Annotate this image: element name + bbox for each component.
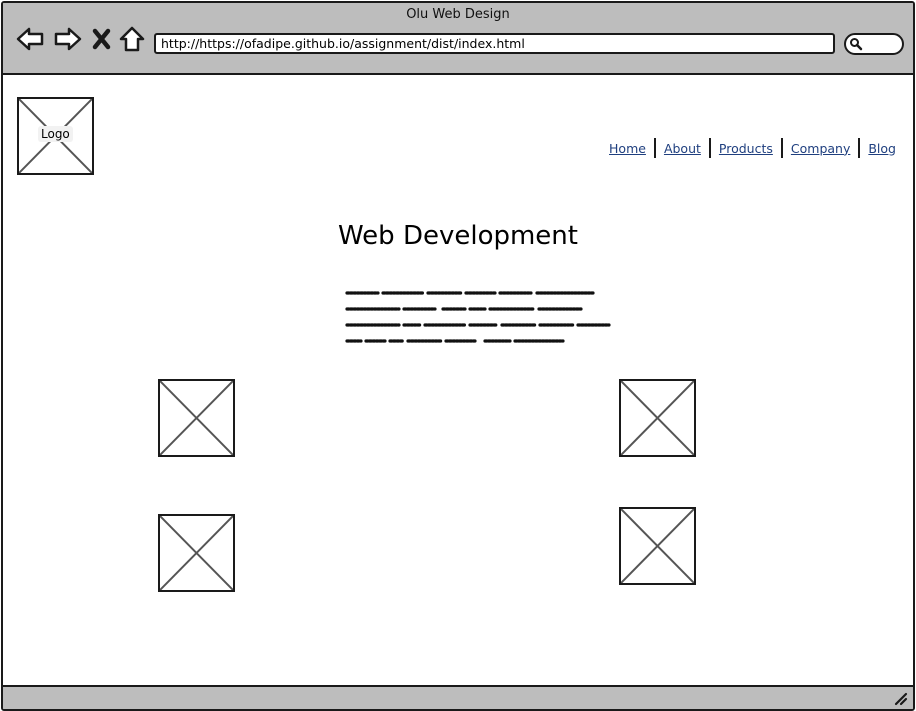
forward-arrow-icon[interactable] bbox=[53, 25, 83, 53]
status-bar bbox=[3, 685, 913, 709]
image-placeholder-icon bbox=[621, 381, 694, 455]
image-placeholder-top-left bbox=[158, 379, 235, 457]
image-placeholder-icon bbox=[621, 509, 694, 583]
image-placeholder-icon bbox=[160, 516, 233, 590]
main-nav: Home About Products Company Blog bbox=[601, 138, 896, 158]
nav-separator bbox=[858, 138, 861, 158]
image-placeholder-bottom-left bbox=[158, 514, 235, 592]
image-placeholder-bottom-right bbox=[619, 507, 696, 585]
nav-link-about[interactable]: About bbox=[663, 140, 701, 156]
nav-separator bbox=[708, 138, 711, 158]
image-placeholder-top-right bbox=[619, 379, 696, 457]
search-icon bbox=[850, 38, 863, 51]
resize-grip-icon[interactable] bbox=[894, 692, 908, 706]
search-field[interactable] bbox=[844, 33, 904, 55]
title-bar: Olu Web Design http://https://ofadipe.gi… bbox=[3, 3, 913, 75]
nav-link-home[interactable]: Home bbox=[609, 140, 646, 156]
page-heading: Web Development bbox=[338, 221, 578, 251]
window-title: Olu Web Design bbox=[406, 7, 510, 22]
close-x-icon[interactable] bbox=[91, 25, 113, 53]
home-icon[interactable] bbox=[118, 25, 146, 53]
nav-separator bbox=[780, 138, 783, 158]
back-arrow-icon[interactable] bbox=[15, 25, 45, 53]
address-bar[interactable]: http://https://ofadipe.github.io/assignm… bbox=[154, 33, 835, 54]
logo-label: Logo bbox=[38, 126, 73, 142]
nav-separator bbox=[653, 138, 656, 158]
nav-link-blog[interactable]: Blog bbox=[868, 140, 896, 156]
image-placeholder-icon bbox=[160, 381, 233, 455]
placeholder-paragraph bbox=[345, 291, 611, 343]
nav-link-products[interactable]: Products bbox=[718, 140, 773, 156]
nav-link-company[interactable]: Company bbox=[790, 140, 851, 156]
logo-placeholder: Logo bbox=[17, 97, 94, 175]
